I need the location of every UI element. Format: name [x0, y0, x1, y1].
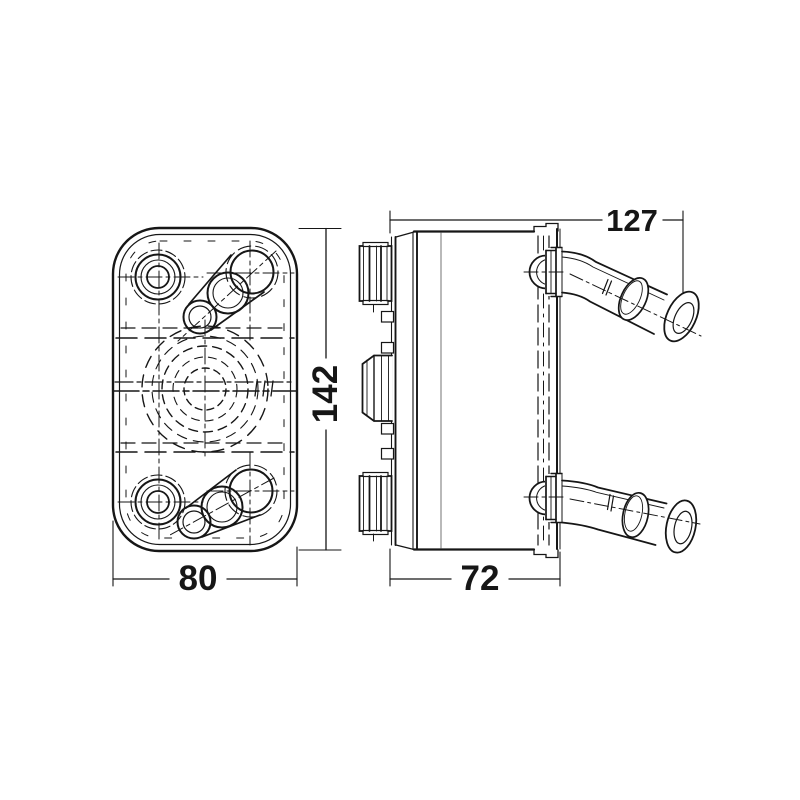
- port-bottom-right-pipe: [169, 464, 278, 540]
- dimension-side-total-depth: 127: [389, 203, 684, 294]
- rear-connector-top: [358, 241, 393, 313]
- dimension-front-height: 142: [298, 227, 345, 551]
- port-top-left: [130, 249, 186, 305]
- dim-label-side-core-depth: 72: [461, 559, 500, 598]
- front-centerlines: [117, 240, 295, 546]
- side-right-edge: [533, 222, 561, 559]
- plate-edge-tabs: [380, 310, 395, 460]
- dimension-side-core-depth: 72: [389, 548, 561, 598]
- side-body: [390, 230, 536, 551]
- front-view: [111, 226, 299, 553]
- outlet-pipe-top: [523, 246, 702, 343]
- dim-label-front-width: 80: [179, 559, 218, 598]
- center-plate-rings: [141, 325, 274, 453]
- port-bottom-left: [130, 474, 186, 530]
- side-view: [358, 222, 702, 559]
- weld-tick-marks: [254, 380, 274, 397]
- port-top-right-pipe: [177, 245, 279, 342]
- outlet-pipe-bottom: [523, 472, 701, 554]
- rear-connector-bottom: [358, 471, 393, 542]
- front-body-outline: [111, 226, 299, 553]
- dimensions: 80 142 127 72: [112, 203, 684, 598]
- dim-label-front-height: 142: [306, 365, 345, 423]
- dim-label-side-total-depth: 127: [606, 203, 658, 238]
- dimension-front-width: 80: [112, 520, 298, 598]
- rear-connector-middle: [361, 354, 393, 422]
